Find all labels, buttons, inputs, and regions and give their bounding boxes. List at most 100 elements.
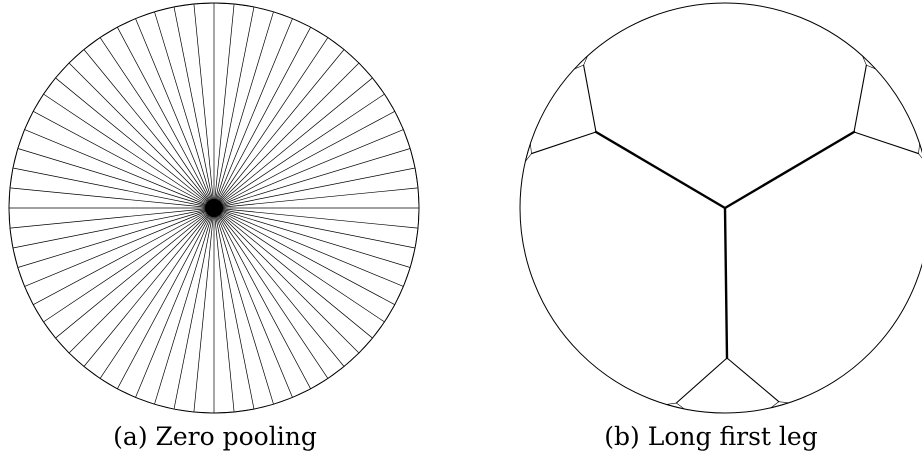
route-spoke [213,207,311,389]
boundary-chord [32,304,44,323]
figure-a-caption: (a) Zero pooling [113,422,317,451]
boundary-chord [68,49,85,64]
route-spoke [213,3,235,209]
leaf-triangle [666,402,685,410]
first-leg [723,206,729,360]
route-spoke [99,207,215,379]
route-spoke [24,129,215,209]
route-spoke [213,207,385,323]
leaf-triangle [770,401,790,409]
boundary-chord [43,77,56,95]
route-spoke [17,148,215,209]
boundary-chord [343,49,360,64]
boundary-chord [99,378,118,390]
route-branch [726,357,780,403]
boundary-chord [273,397,293,405]
boundary-chord [372,77,385,95]
boundary-chord [173,408,194,413]
route-spoke [43,93,215,209]
route-spoke [173,6,215,209]
depot-node [205,199,223,217]
route-spoke [213,148,411,209]
boundary-chord [154,6,175,13]
route-spoke [33,111,215,209]
boundary-chord [253,6,274,13]
boundary-chord [234,3,255,8]
first-leg [723,130,856,210]
route-spoke [135,207,215,398]
long-first-leg-diagram [519,2,922,414]
boundary-chord [394,286,404,305]
boundary-chord [358,62,373,79]
leaf-triangle [574,55,588,70]
route-spoke [99,37,215,209]
boundary-chord [9,167,14,188]
boundary-chord [234,408,255,413]
boundary-chord [43,321,56,339]
boundary-chord [12,148,19,169]
leaf-triangle [862,55,876,70]
first-leg [594,130,727,210]
route-spoke [213,27,311,209]
route-spoke [43,207,215,323]
route-spoke [213,111,395,209]
outer-circle [519,2,922,414]
route-spoke [213,11,274,209]
boundary-chord [372,321,385,339]
route-spoke [213,207,416,249]
route-spoke [12,167,215,209]
boundary-chord [32,93,44,112]
route-spoke [213,207,395,305]
route-spoke [9,207,215,229]
leaf-triangle [525,143,532,162]
boundary-chord [414,167,419,188]
boundary-chord [83,366,101,379]
boundary-chord [213,2,235,5]
boundary-chord [414,228,419,249]
route-spoke [213,18,293,209]
boundary-chord [193,411,215,414]
route-spoke [213,37,329,209]
route-spoke [213,207,404,287]
boundary-chord [9,228,14,249]
route-spoke [213,129,404,209]
route-spoke [154,11,215,209]
boundary-chord [327,366,345,379]
boundary-chord [24,286,34,305]
boundary-chord [409,247,416,268]
route-spoke [17,207,215,268]
boundary-chord [292,388,311,398]
boundary-chord [327,37,345,50]
figure-b [500,0,922,464]
boundary-chord [12,247,19,268]
boundary-chord [154,403,175,410]
route-spoke [213,167,416,209]
route-spoke [213,207,411,268]
route-branch [530,131,597,155]
boundary-chord [8,207,11,229]
boundary-chord [394,111,404,130]
route-spoke [117,207,215,389]
leaf-triangle [918,143,922,159]
boundary-chord [343,352,360,367]
boundary-chord [83,37,101,50]
route-spoke [213,207,373,339]
route-spoke [83,207,215,367]
boundary-chord [135,397,155,405]
zero-pooling-diagram [8,2,420,414]
boundary-chord [17,129,25,149]
route-spoke [213,207,293,398]
boundary-chord [310,26,329,38]
boundary-chord [409,148,416,169]
route-spoke [68,207,215,354]
route-spoke [117,27,215,209]
boundary-chord [358,337,373,354]
boundary-chord [55,62,70,79]
route-branch [853,64,867,133]
figure-a [0,0,430,464]
route-branch [675,357,728,404]
route-spoke [213,207,274,405]
route-spoke [213,207,255,410]
boundary-chord [384,93,396,112]
route-spoke [213,207,419,229]
